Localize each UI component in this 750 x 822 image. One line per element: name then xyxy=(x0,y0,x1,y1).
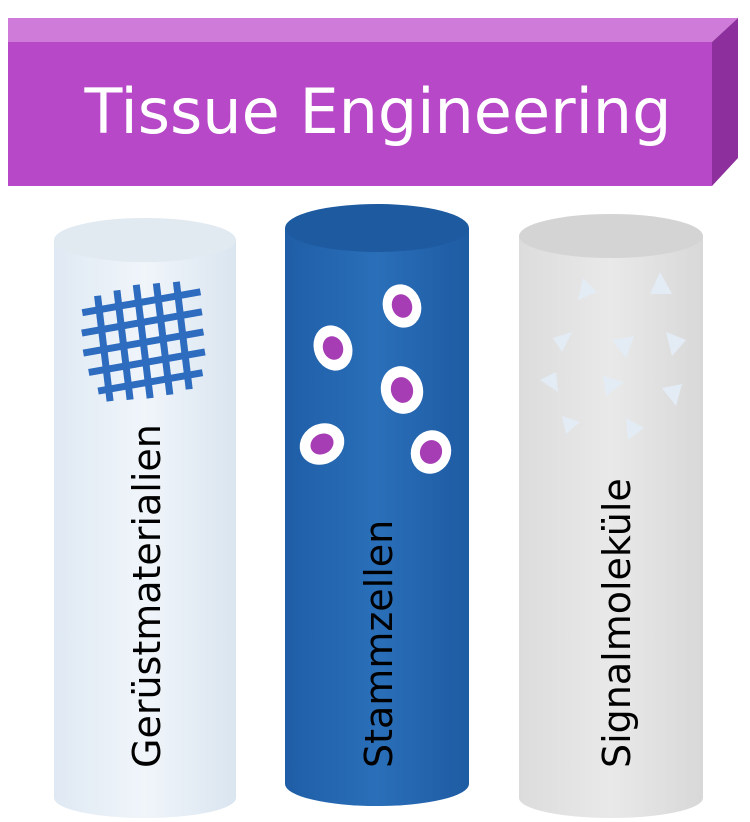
signal-molecule xyxy=(603,376,624,396)
pillar-body xyxy=(519,236,703,818)
signal-molecule xyxy=(553,332,572,352)
stem-cell xyxy=(410,430,452,474)
page-title: Tissue Engineering xyxy=(84,75,672,148)
pillar-stammzellen: Stammzellen xyxy=(285,204,469,806)
signal-molecule xyxy=(562,416,580,434)
banner-top-face xyxy=(8,18,738,42)
stem-cell xyxy=(299,423,345,465)
pillar-top xyxy=(285,204,469,252)
pillar-signalmolekuele: Signalmoleküle xyxy=(519,214,703,818)
signal-molecule xyxy=(662,384,682,406)
signal-molecule xyxy=(666,332,686,356)
signal-molecule xyxy=(578,278,597,300)
stem-cell xyxy=(380,366,424,414)
pillar-label-geruestmaterialien: Gerüstmaterialien xyxy=(125,424,169,768)
title-banner: Tissue Engineering xyxy=(8,18,738,186)
stem-cell xyxy=(313,325,353,371)
stem-cell xyxy=(382,284,422,328)
signal-molecule xyxy=(626,418,644,440)
signal-molecule xyxy=(540,372,558,392)
signal-molecule xyxy=(612,336,634,358)
pillar-geruestmaterialien: Gerüstmaterialien xyxy=(54,218,236,818)
banner-front-face xyxy=(8,42,712,186)
pillar-top xyxy=(54,218,236,262)
stem-cells-icon xyxy=(299,284,452,474)
scaffold-mesh-icon xyxy=(81,281,206,402)
pillar-label-signalmolekuele: Signalmoleküle xyxy=(595,478,639,768)
signal-molecule xyxy=(650,272,672,294)
banner-side-face xyxy=(712,18,738,186)
pillar-label-stammzellen: Stammzellen xyxy=(357,520,401,768)
signal-molecules-icon xyxy=(540,272,686,440)
pillar-top xyxy=(519,214,703,258)
pillar-body xyxy=(285,228,469,806)
